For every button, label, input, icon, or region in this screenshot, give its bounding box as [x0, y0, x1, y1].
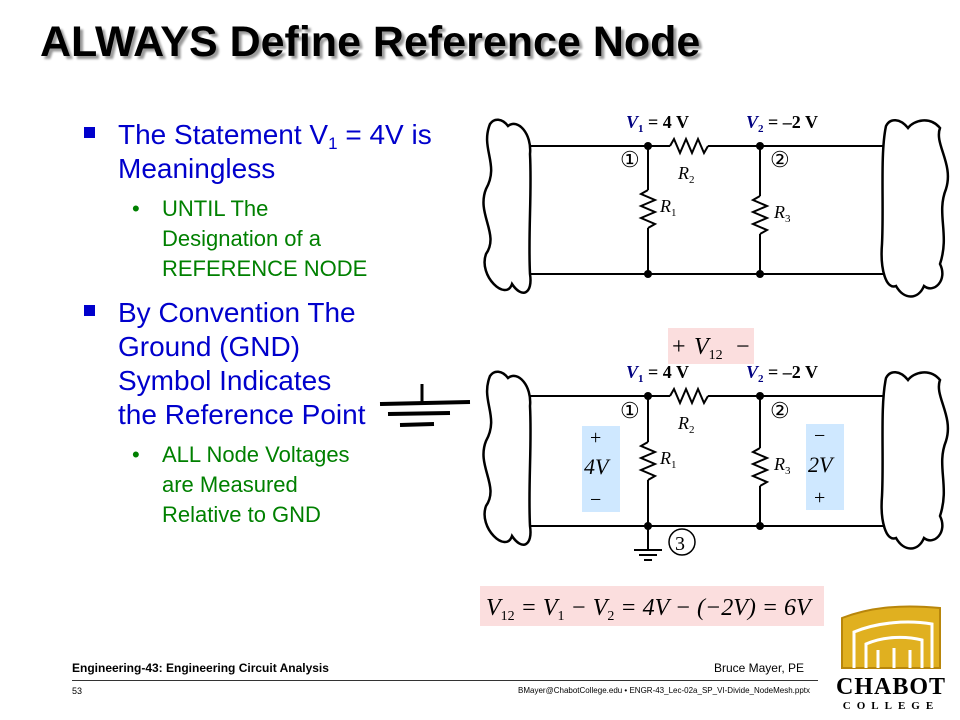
v1-label: V1 = 4 V: [626, 362, 689, 385]
r3-label: R3: [773, 454, 791, 477]
r1-label: R1: [659, 448, 677, 471]
footer-file-info: BMayer@ChabotCollege.edu • ENGR-43_Lec-0…: [518, 686, 810, 695]
bullet-line: Symbol Indicates: [118, 365, 332, 396]
logo-emblem-icon: [836, 598, 946, 670]
subbullet-line: Designation of a: [162, 226, 321, 251]
footer-course: Engineering-43: Engineering Circuit Anal…: [72, 661, 329, 675]
r3-label: R3: [773, 202, 791, 225]
r1-label: R1: [659, 196, 677, 219]
bullet-line: Ground (GND): [118, 331, 301, 362]
dot-bullet-icon: •: [132, 442, 140, 467]
bullet-line: the Reference Point: [118, 399, 366, 430]
bullet-text: = 4V is Meaningless: [118, 119, 432, 184]
subbullet-line: UNTIL The: [162, 196, 269, 221]
node-3-label: 3: [675, 533, 685, 555]
r2-label: R2: [677, 163, 695, 186]
left-plus: +: [590, 427, 601, 449]
subbullet-until: • UNTIL The Designation of a REFERENCE N…: [84, 194, 464, 284]
bullet-line: By Convention The: [118, 297, 356, 328]
left-voltage: 4V: [584, 454, 611, 479]
subbullet-line: are Measured: [162, 472, 298, 497]
v12-label-box: + V12 −: [668, 328, 754, 364]
right-minus: −: [814, 425, 825, 447]
bullet-text: The Statement V: [118, 119, 329, 150]
node-1-label: ①: [620, 398, 640, 423]
network-blob-left: [482, 370, 532, 546]
bullet-subscript: 1: [328, 134, 338, 153]
left-minus: −: [590, 489, 601, 511]
ground-symbol-icon: [379, 384, 471, 427]
dot-bullet-icon: •: [132, 196, 140, 221]
network-blob-right: [880, 119, 950, 298]
footer-author: Bruce Mayer, PE: [713, 661, 804, 675]
page-number: 53: [72, 686, 83, 696]
circuit-diagram-top: V1 = 4 V V2 = –2 V ① ② R2 R1 R3: [482, 112, 950, 298]
subbullet-line: ALL Node Voltages: [162, 442, 350, 467]
footer-divider: [72, 680, 818, 681]
v12-minus: −: [736, 334, 750, 360]
equation-text: V12 = V1 − V2 = 4V − (−2V) = 6V: [486, 595, 813, 624]
chabot-college-logo: CHABOT COLLEGE: [828, 594, 954, 718]
bullet-list: The Statement V1 = 4V is Meaningless • U…: [84, 118, 464, 530]
logo-subtitle: COLLEGE: [842, 700, 940, 712]
node-2-label: ②: [770, 147, 790, 172]
logo-name: CHABOT: [835, 674, 946, 700]
circuit-diagram-bottom: 3 + 4V − − 2V + V1 = 4 V V2 = –2 V ① ② R…: [482, 362, 950, 561]
v1-label: V1 = 4 V: [626, 112, 689, 135]
subbullet-line: Relative to GND: [162, 502, 321, 527]
v12-symbol: V12: [694, 334, 723, 363]
r2-label: R2: [677, 413, 695, 436]
node-2-label: ②: [770, 398, 790, 423]
right-voltage: 2V: [808, 452, 835, 477]
v2-label: V2 = –2 V: [746, 362, 818, 385]
subbullet-all-nodes: • ALL Node Voltages are Measured Relativ…: [84, 440, 464, 530]
v2-label: V2 = –2 V: [746, 112, 818, 135]
network-blob-left: [482, 118, 532, 294]
bullet-statement: The Statement V1 = 4V is Meaningless: [84, 118, 464, 186]
v12-plus: +: [672, 334, 686, 360]
equation-box: V12 = V1 − V2 = 4V − (−2V) = 6V: [480, 586, 824, 626]
square-bullet-icon: [84, 305, 95, 316]
bullet-convention: By Convention The Ground (GND) Symbol In…: [84, 296, 464, 432]
node-1-label: ①: [620, 147, 640, 172]
slide-title: ALWAYS Define Reference Node: [40, 18, 701, 66]
right-plus: +: [814, 487, 825, 509]
network-blob-right: [880, 371, 950, 550]
square-bullet-icon: [84, 127, 95, 138]
subbullet-line: REFERENCE NODE: [162, 256, 368, 281]
